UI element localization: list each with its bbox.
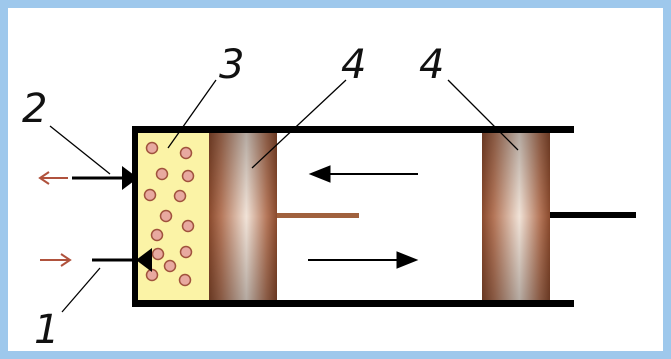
particle-10: [179, 245, 193, 259]
particle-7: [159, 209, 173, 223]
particle-14: [178, 273, 192, 287]
chamber: [135, 130, 210, 304]
particle-2: [179, 146, 193, 160]
cylinder-top-wall: [132, 126, 574, 133]
particle-3: [155, 167, 169, 181]
piston-rod-right: [550, 212, 636, 218]
particle-6: [173, 189, 187, 203]
leader-line-3: [167, 79, 217, 149]
outflow-arrow: [38, 171, 68, 185]
particle-11: [151, 247, 165, 261]
inflow-arrow: [40, 253, 72, 267]
label-4-right: 4: [419, 42, 444, 88]
leader-line-4-left: [251, 79, 347, 169]
arrow-left: [308, 165, 418, 183]
valve-inlet: [92, 248, 152, 272]
label-2: 2: [22, 86, 47, 132]
particle-4: [181, 169, 195, 183]
cylinder-end-wall: [132, 126, 138, 307]
leader-line-1: [61, 267, 101, 313]
piston-left: [209, 133, 277, 300]
particle-8: [181, 219, 195, 233]
cylinder-bottom-wall: [132, 300, 574, 307]
piston-rod-left: [277, 213, 359, 218]
particle-9: [150, 228, 164, 242]
label-1: 1: [34, 307, 59, 353]
label-3: 3: [219, 42, 244, 88]
piston-right: [482, 133, 550, 300]
particle-12: [163, 259, 177, 273]
leader-line-4-right: [447, 79, 519, 151]
valve-outlet: [72, 166, 138, 190]
label-4-left: 4: [341, 42, 366, 88]
particle-5: [143, 188, 157, 202]
leader-line-2: [49, 125, 111, 175]
particles: [143, 141, 195, 287]
particle-1: [145, 141, 159, 155]
arrow-right: [308, 251, 419, 269]
